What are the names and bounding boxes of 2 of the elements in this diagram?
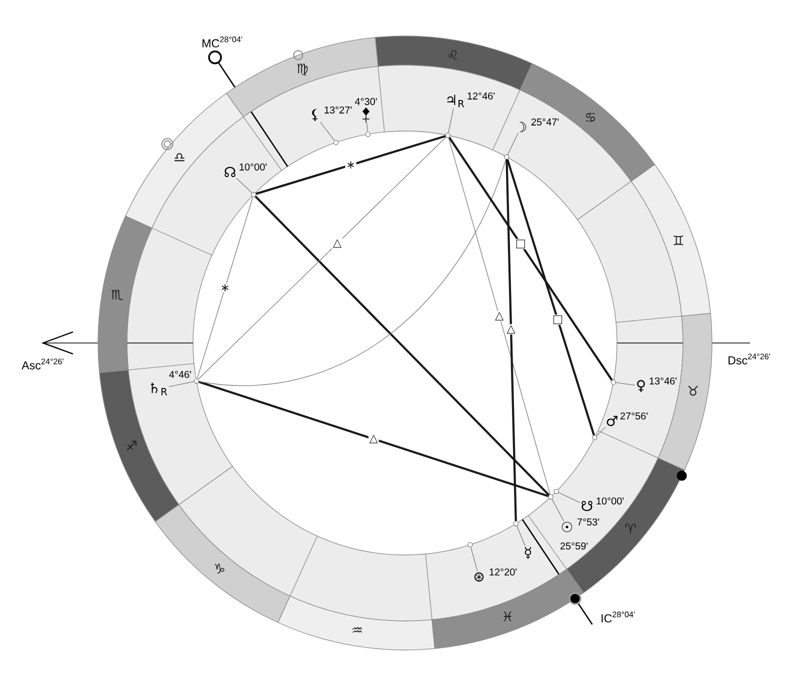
angle-label: Asc$^{24°26'}$ xyxy=(22,358,64,370)
angle-label: Dsc$^{24°26'}$ xyxy=(728,354,770,364)
